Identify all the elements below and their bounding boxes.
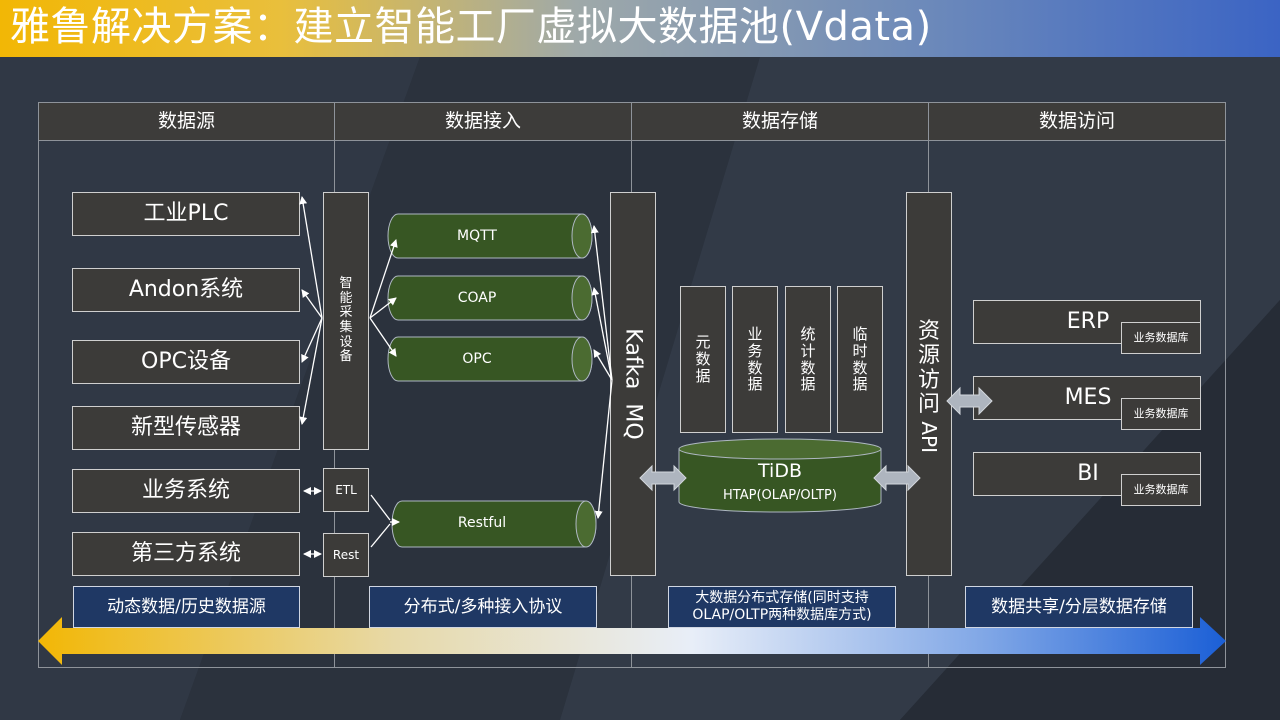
storage-metadata: 元 数 据: [680, 286, 726, 433]
destination-sub-label: 业务数据库: [1121, 474, 1201, 506]
api-char: API: [917, 421, 942, 454]
destination-sub-label: 业务数据库: [1121, 322, 1201, 354]
storage-char: 计: [800, 341, 816, 360]
storage-char: 统: [800, 324, 816, 343]
source-box-sensor: 新型传感器: [72, 406, 300, 450]
column-header-storage: 数据存储: [632, 103, 928, 141]
kafka-label: Kafka MQ: [620, 328, 646, 440]
storage-statistics-data: 统 计 数 据: [785, 286, 831, 433]
rest-box: Rest: [323, 533, 369, 577]
storage-temp-data: 临 时 数 据: [837, 286, 883, 433]
storage-char: 数: [695, 350, 711, 369]
kafka-box: Kafka MQ: [610, 192, 656, 576]
destination-bi: BI 业务数据库: [973, 452, 1201, 506]
etl-box: ETL: [323, 468, 369, 512]
column-header-access: 数据访问: [929, 103, 1225, 141]
protocol-label-coap: COAP: [457, 290, 497, 306]
storage-char: 临: [852, 324, 868, 343]
footer-access: 数据共享/分层数据存储: [965, 586, 1193, 628]
source-box-andon: Andon系统: [72, 268, 300, 312]
footer-storage: 大数据分布式存储(同时支持 OLAP/OLTP两种数据库方式): [668, 586, 896, 628]
storage-char: 元: [695, 333, 711, 352]
diagram-frame: [38, 102, 1226, 668]
column-header-ingest: 数据接入: [335, 103, 631, 141]
tidb-name: TiDB: [758, 460, 802, 482]
storage-char: 据: [695, 366, 711, 385]
storage-char: 据: [747, 375, 763, 394]
storage-char: 数: [747, 358, 763, 377]
storage-char: 务: [747, 341, 763, 360]
collector-char: 集: [339, 320, 353, 335]
storage-char: 时: [852, 341, 868, 360]
source-box-thirdparty: 第三方系统: [72, 532, 300, 576]
api-char: 问: [917, 392, 940, 418]
tidb-subtitle: HTAP(OLAP/OLTP): [723, 488, 837, 503]
storage-char: 据: [852, 375, 868, 394]
storage-char: 数: [800, 358, 816, 377]
destination-sub-label: 业务数据库: [1121, 398, 1201, 430]
protocol-label-restful: Restful: [457, 515, 507, 531]
collector-char: 备: [339, 349, 353, 365]
storage-char: 业: [747, 324, 763, 343]
collector-char: 采: [339, 305, 353, 321]
collector-box: 智 能 采 集 设 备: [323, 192, 369, 450]
page-title: 雅鲁解决方案：建立智能工厂虚拟大数据池(Vdata): [10, 4, 932, 50]
destination-mes: MES 业务数据库: [973, 376, 1201, 430]
storage-business-data: 业 务 数 据: [732, 286, 778, 433]
collector-char: 设: [339, 334, 353, 350]
storage-char: 据: [800, 375, 816, 394]
protocol-label-mqtt: MQTT: [457, 228, 497, 244]
api-char: 资: [917, 318, 940, 344]
api-char: 访: [917, 367, 940, 393]
api-char: 源: [917, 343, 940, 369]
storage-char: 数: [852, 358, 868, 377]
destination-label: BI: [1077, 461, 1099, 486]
destination-label: MES: [1064, 385, 1112, 410]
destination-label: ERP: [1066, 309, 1110, 334]
title-bar: 雅鲁解决方案：建立智能工厂虚拟大数据池(Vdata): [0, 0, 1280, 57]
collector-char: 能: [339, 290, 353, 306]
api-box: 资 源 访 问 API: [906, 192, 952, 576]
protocol-label-opc: OPC: [462, 351, 492, 367]
source-box-plc: 工业PLC: [72, 192, 300, 236]
collector-char: 智: [339, 276, 353, 292]
source-box-business: 业务系统: [72, 469, 300, 513]
footer-ingest: 分布式/多种接入协议: [369, 586, 597, 628]
footer-source: 动态数据/历史数据源: [73, 586, 300, 628]
source-box-opc: OPC设备: [72, 340, 300, 384]
column-header-source: 数据源: [39, 103, 334, 141]
destination-erp: ERP 业务数据库: [973, 300, 1201, 354]
